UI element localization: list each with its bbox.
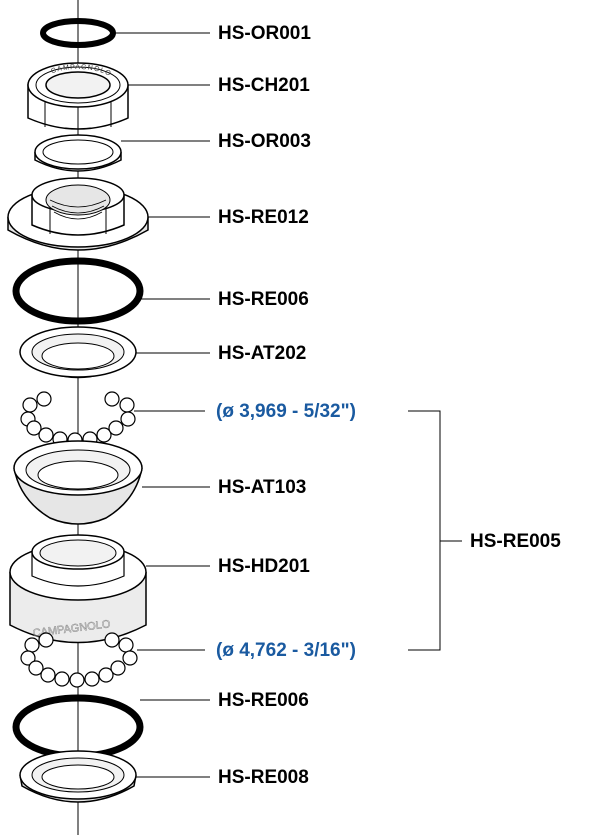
label-hs-or001: HS-OR001 <box>218 23 311 44</box>
part-re008-bottom-cup <box>19 750 137 803</box>
part-ch201-locknut: CAMPAGNOLO <box>27 62 129 131</box>
label-hs-re008: HS-RE008 <box>218 767 309 788</box>
label-hs-re012: HS-RE012 <box>218 207 309 228</box>
label-hs-ch201: HS-CH201 <box>218 75 310 96</box>
part-or003-ring <box>34 134 122 172</box>
part-at202-race <box>19 326 137 379</box>
part-re012-cup <box>7 177 149 251</box>
label-hs-at202: HS-AT202 <box>218 343 307 364</box>
label-hs-re006-lower: HS-RE006 <box>218 690 309 711</box>
leader-lines <box>113 32 462 778</box>
part-at103-crown-race <box>13 440 143 525</box>
part-lower-ball-bearing <box>20 632 138 688</box>
label-ball-spec-upper: (ø 3,969 - 5/32") <box>216 401 356 422</box>
label-ball-spec-lower: (ø 4,762 - 3/16") <box>216 640 356 661</box>
part-re006-seal-upper <box>12 257 144 325</box>
label-hs-re005-group: HS-RE005 <box>470 531 561 552</box>
part-hd201-head-cup: CAMPAGNOLO <box>9 534 147 644</box>
group-bracket <box>408 410 441 651</box>
label-hs-at103: HS-AT103 <box>218 477 307 498</box>
label-hs-or003: HS-OR003 <box>218 131 311 152</box>
label-hs-hd201: HS-HD201 <box>218 556 310 577</box>
label-hs-re006-upper: HS-RE006 <box>218 289 309 310</box>
